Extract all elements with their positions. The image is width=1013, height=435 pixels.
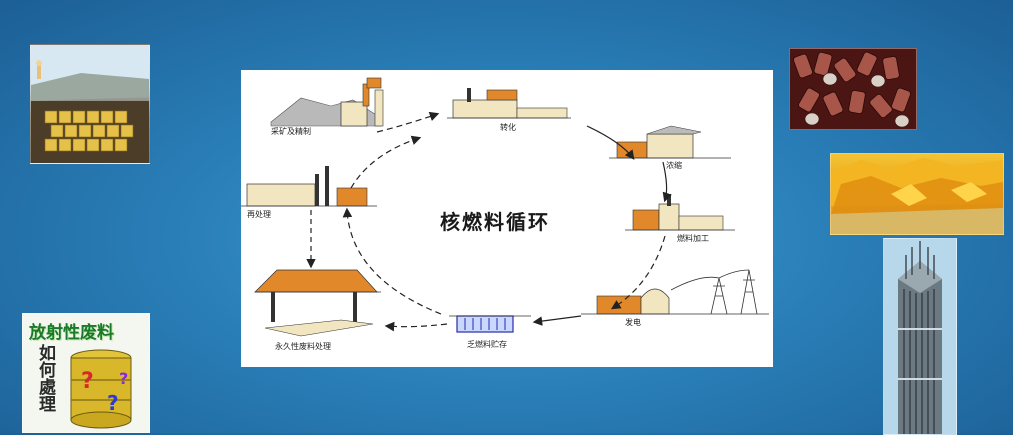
label-enrichment: 浓缩 [666, 161, 682, 170]
waste-card-side-text: 如何處理 [35, 344, 55, 412]
spent-fuel-storage-icon [449, 315, 531, 333]
svg-text:?: ? [119, 369, 128, 388]
mining-facility-icon [270, 77, 384, 127]
diagram-title: 核燃料循环 [440, 210, 550, 234]
yellowcake-photo [830, 153, 1004, 235]
fuel-fabrication-plant-icon [625, 194, 735, 231]
nuclear-fuel-cycle-diagram: 核燃料循环 采矿及精制 转化 浓缩 燃料加工 发电 乏燃料贮存 永久性废料处理 … [241, 70, 773, 367]
conversion-plant-icon [447, 88, 571, 119]
fuel-assembly-photo [883, 238, 957, 435]
power-plant-icon [581, 269, 769, 315]
svg-text:?: ? [81, 369, 94, 394]
label-conversion: 转化 [500, 123, 516, 132]
yellowcake-photo-art [831, 158, 1003, 234]
waste-card-title: 放射性废料 [29, 323, 114, 343]
label-mining: 采矿及精制 [271, 127, 311, 136]
label-storage: 乏燃料贮存 [467, 340, 507, 349]
pellets-photo-art [790, 49, 916, 129]
question-mark-icon: ? ? ? [81, 369, 128, 415]
label-disposal: 永久性废料处理 [275, 342, 331, 351]
reprocessing-plant-icon [241, 166, 377, 207]
label-reprocessing: 再处理 [247, 210, 271, 219]
uranium-mine-photo [30, 44, 150, 164]
waste-barrel-art: ? ? ? [70, 349, 132, 429]
mine-photo-art [31, 45, 149, 163]
label-power: 发电 [625, 318, 641, 327]
fuel-cycle-drawing [241, 77, 769, 337]
svg-text:?: ? [107, 391, 119, 415]
label-fabrication: 燃料加工 [677, 234, 709, 243]
fuel-pellets-photo [789, 48, 917, 130]
dashed-arrow [306, 111, 672, 332]
enrichment-plant-icon [609, 125, 731, 159]
permanent-disposal-icon [254, 269, 381, 337]
assembly-photo-art [884, 239, 956, 434]
radioactive-waste-card: 放射性废料 如何處理 ? ? ? [22, 313, 150, 433]
